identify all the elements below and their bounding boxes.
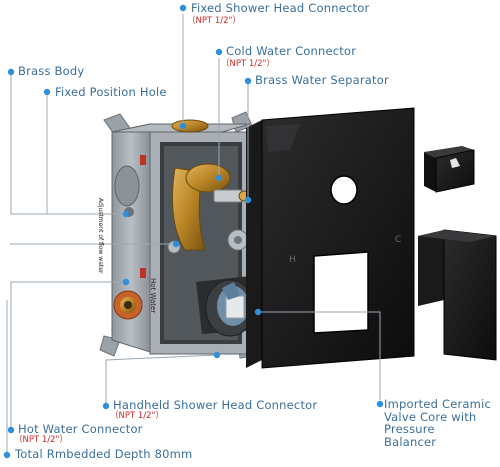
cold-water-label: Cold Water Connector (226, 44, 357, 58)
ceramic-valve-core (196, 276, 256, 337)
ceramic-line-3: Pressure (384, 422, 435, 436)
hot-water-spec: （NPT 1/2"） (14, 435, 68, 445)
ceramic-line-2: Valve Core with (384, 409, 477, 424)
ceramic-label: Imported Ceramic Valve Core with Pressur… (384, 398, 491, 448)
brass-separator-label: Brass Water Separator (255, 73, 389, 87)
ceramic-line-4: Balancer (384, 434, 437, 449)
leader-lines (6, 14, 381, 454)
trim-plate: C H (246, 107, 415, 369)
handheld-spec: （NPT 1/2"） (110, 411, 164, 421)
ceramic-line-1: Imported Ceramic (384, 397, 491, 411)
depth-label: Total Rmbedded Depth 80mm (15, 447, 193, 461)
brass-body-label: Brass Body (18, 64, 85, 78)
fixed-shower-head-label: Fixed Shower Head Connector (191, 1, 370, 15)
cube-knob (424, 146, 475, 193)
handle-lever (418, 229, 497, 361)
hot-water-label: Hot Water (149, 278, 157, 314)
callout-dots (3, 4, 384, 459)
fixed-hole-label: Fixed Position Hole (55, 85, 167, 99)
fixed-shower-head-spec: （NPT 1/2"） (187, 16, 241, 26)
hot-water-callout-label: Hot Water Connector (18, 422, 143, 436)
cold-water-spec: （NPT 1/2"） (221, 59, 275, 69)
side-adjustment-label: Adjustment of flow water (97, 198, 104, 274)
svg-text:C: C (395, 235, 401, 245)
svg-text:H: H (289, 255, 296, 265)
handheld-label: Handheld Shower Head Connector (113, 398, 318, 412)
